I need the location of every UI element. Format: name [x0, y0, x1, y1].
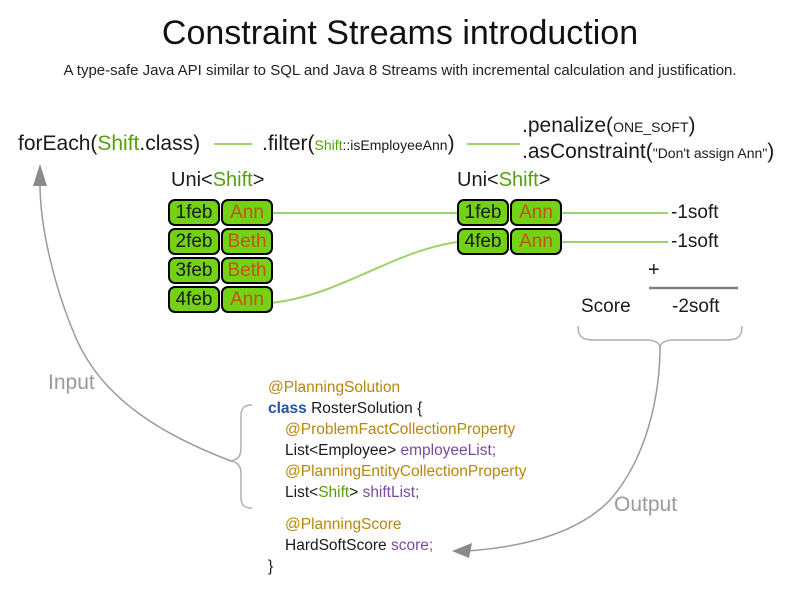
foreach-post: .class)	[139, 132, 201, 155]
code-line: List<Employee> employeeList;	[285, 440, 526, 461]
penalize-pre: .penalize(	[522, 114, 614, 137]
employee-cell: Ann	[221, 199, 273, 226]
code-token: @PlanningSolution	[268, 379, 401, 396]
asconstraint-post: )	[767, 140, 775, 163]
page-subtitle: A type-safe Java API similar to SQL and …	[63, 62, 737, 79]
code-token: @PlanningScore	[285, 516, 402, 533]
uni-type: Shift	[498, 169, 539, 191]
code-line: @ProblemFactCollectionProperty	[285, 419, 526, 440]
code-token: List<Employee>	[285, 442, 401, 459]
uni-pre: Uni<	[171, 169, 213, 191]
foreach-pre: forEach(	[18, 132, 98, 155]
asconstraint-call: .asConstraint("Don't assign Ann")	[522, 141, 774, 162]
date-cell: 4feb	[457, 228, 509, 255]
filter-arg-rest: ::isEmployeeAnn	[342, 137, 448, 153]
employee-cell: Ann	[510, 199, 562, 226]
left-stream-label: Uni<Shift>	[171, 170, 264, 190]
employee-cell: Beth	[221, 257, 273, 284]
score-total: -2soft	[672, 296, 720, 317]
employee-cell: Beth	[221, 228, 273, 255]
output-label: Output	[614, 493, 678, 516]
code-token: List<	[285, 484, 319, 501]
employee-cell: Ann	[510, 228, 562, 255]
code-token: employeeList;	[400, 442, 497, 459]
date-cell: 2feb	[168, 228, 220, 255]
date-cell: 1feb	[168, 199, 220, 226]
penalty-1: -1soft	[671, 202, 719, 223]
date-cell: 3feb	[168, 257, 220, 284]
employee-cell: Ann	[221, 286, 273, 313]
score-label: Score	[581, 296, 631, 317]
code-token: }	[268, 558, 274, 575]
asconstraint-pre: .asConstraint(	[522, 140, 653, 163]
penalty-2: -1soft	[671, 231, 719, 252]
code-token: >	[349, 484, 363, 501]
filter-post: )	[447, 132, 455, 155]
page-title: Constraint Streams introduction	[161, 14, 639, 52]
code-token: HardSoftScore	[285, 537, 391, 554]
code-token: score;	[390, 537, 434, 554]
roster-solution-code: @PlanningSolution class RosterSolution { @…	[268, 377, 526, 577]
asconstraint-arg: "Don't assign Ann"	[652, 145, 768, 161]
filter-call: .filter(Shift::isEmployeeAnn)	[262, 133, 455, 154]
penalize-call: .penalize(ONE_SOFT)	[522, 115, 696, 136]
uni-type: Shift	[212, 169, 253, 191]
code-token: RosterSolution {	[306, 400, 423, 417]
uni-pre: Uni<	[457, 169, 499, 191]
filter-pre: .filter(	[262, 132, 315, 155]
code-line: HardSoftScore score;	[285, 535, 526, 556]
code-token: class	[268, 400, 307, 417]
penalize-arg: ONE_SOFT	[613, 119, 689, 135]
uni-post: >	[252, 169, 265, 191]
foreach-type: Shift	[97, 132, 140, 155]
code-line: @PlanningSolution	[268, 377, 526, 398]
code-token: @PlanningEntityCollectionProperty	[285, 463, 527, 480]
code-line: @PlanningScore	[285, 514, 526, 535]
code-brace	[229, 404, 253, 509]
code-line	[268, 503, 526, 514]
uni-post: >	[538, 169, 551, 191]
code-line: }	[268, 556, 526, 577]
row-connector-4feb	[269, 241, 458, 304]
code-token: shiftList;	[362, 484, 420, 501]
code-token: Shift	[318, 484, 350, 501]
right-stream-label: Uni<Shift>	[457, 170, 550, 190]
code-line: @PlanningEntityCollectionProperty	[285, 461, 526, 482]
date-cell: 1feb	[457, 199, 509, 226]
input-label: Input	[48, 371, 95, 394]
penalize-post: )	[688, 114, 696, 137]
score-brace	[577, 325, 743, 348]
code-token: @ProblemFactCollectionProperty	[285, 421, 516, 438]
input-arrow-icon	[33, 164, 47, 186]
code-line: class RosterSolution {	[268, 398, 526, 419]
foreach-call: forEach(Shift.class)	[18, 133, 200, 154]
plus-sign: +	[648, 259, 660, 281]
code-line: List<Shift> shiftList;	[285, 482, 526, 503]
filter-arg-type: Shift	[314, 137, 343, 153]
date-cell: 4feb	[168, 286, 220, 313]
